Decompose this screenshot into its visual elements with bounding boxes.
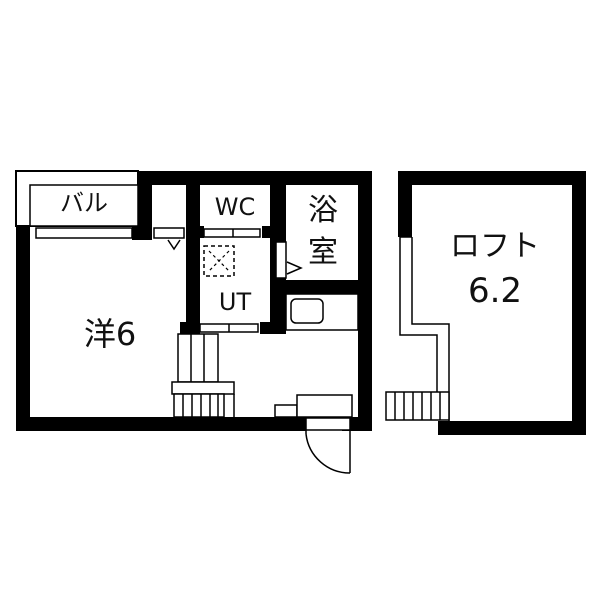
loft-ladder-rail — [399, 236, 450, 421]
room-label-bathroom-line2: 室 — [308, 235, 338, 270]
loft — [398, 171, 586, 435]
washer-icon — [203, 245, 235, 277]
entrance-door — [305, 417, 351, 474]
staircase — [171, 333, 235, 418]
kitchen-counter — [285, 293, 359, 331]
bath-door-arrow-icon — [286, 261, 303, 275]
closet-arrow-icon — [167, 239, 181, 251]
balcony-outline — [15, 170, 185, 239]
entry-shoebox — [274, 394, 353, 418]
room-label-balcony: バル — [60, 189, 108, 217]
room-label-utility: UT — [218, 288, 252, 316]
room-label-loft: ロフト — [450, 229, 540, 264]
room-label-bathroom-line1: 浴 — [308, 193, 338, 228]
loft-ladder — [385, 391, 450, 421]
main-unit — [16, 171, 372, 431]
room-label-wc: WC — [214, 193, 256, 221]
room-label-loft-size: 6.2 — [467, 271, 523, 311]
sink-icon — [290, 298, 324, 324]
room-label-western-room: 洋6 — [83, 315, 137, 353]
